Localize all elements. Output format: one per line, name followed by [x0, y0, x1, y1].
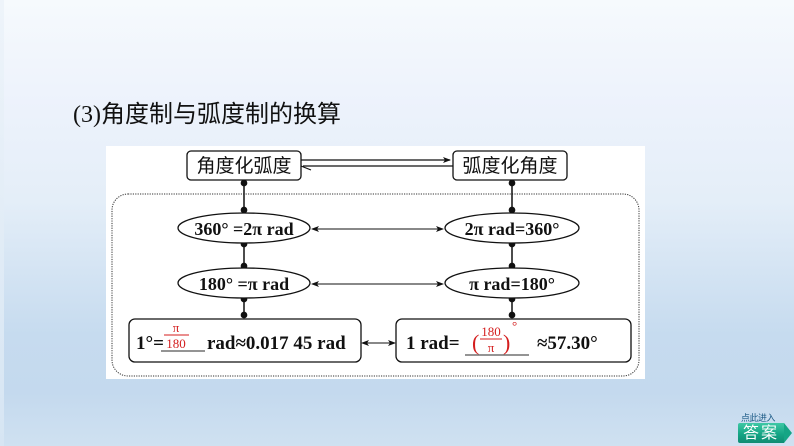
left-box-suffix: rad≈0.017 45 rad	[207, 333, 346, 354]
left-box-prefix: 1°=	[136, 333, 164, 354]
dotted-group-frame	[111, 193, 640, 377]
left-result-box: 1°= π 180 rad≈0.017 45 rad	[128, 318, 362, 363]
left-fraction-denominator: 180	[166, 336, 186, 351]
svg-text:180° =π rad: 180° =π rad	[199, 274, 289, 294]
header-double-arrow	[300, 157, 453, 171]
view-answer-button[interactable]: 点此进入 答案	[737, 410, 793, 446]
answer-caption: 点此进入	[741, 414, 776, 424]
svg-text:2π rad=360°: 2π rad=360°	[465, 219, 560, 239]
right-vertical-connectors	[508, 179, 516, 319]
svg-text:360° =2π rad: 360° =2π rad	[194, 219, 293, 239]
left-ellipse-180: 180° =π rad	[177, 267, 311, 299]
left-ellipse-360: 360° =2π rad	[177, 212, 311, 244]
right-box-suffix: ≈57.30°	[537, 333, 598, 354]
right-header-box: 弧度化角度	[452, 150, 568, 181]
right-fill-degree: °	[512, 318, 517, 333]
left-header-label: 角度化弧度	[196, 155, 291, 177]
right-fill-numerator: 180	[481, 324, 501, 339]
conversion-diagram: 角度化弧度 弧度化角度	[106, 146, 645, 379]
slide-left-edge	[0, 0, 4, 446]
right-header-label: 弧度化角度	[462, 155, 557, 177]
left-fraction-numerator: π	[173, 320, 180, 335]
svg-text:π rad=180°: π rad=180°	[469, 274, 555, 294]
right-ellipse-180: π rad=180°	[444, 267, 580, 299]
right-fill-denominator: π	[488, 340, 495, 355]
right-ellipse-360: 2π rad=360°	[444, 212, 580, 244]
arrow-right-icon	[784, 423, 792, 443]
answer-label: 答案	[738, 423, 784, 443]
section-heading: (3)角度制与弧度制的换算	[73, 102, 341, 128]
right-box-prefix: 1 rad=	[406, 333, 460, 354]
right-result-box: 1 rad= ( 180 π ) ° ≈57.30°	[395, 318, 632, 363]
left-header-box: 角度化弧度	[186, 150, 302, 181]
right-fill-open-paren: (	[472, 330, 479, 355]
right-fill-close-paren: )	[503, 330, 510, 355]
